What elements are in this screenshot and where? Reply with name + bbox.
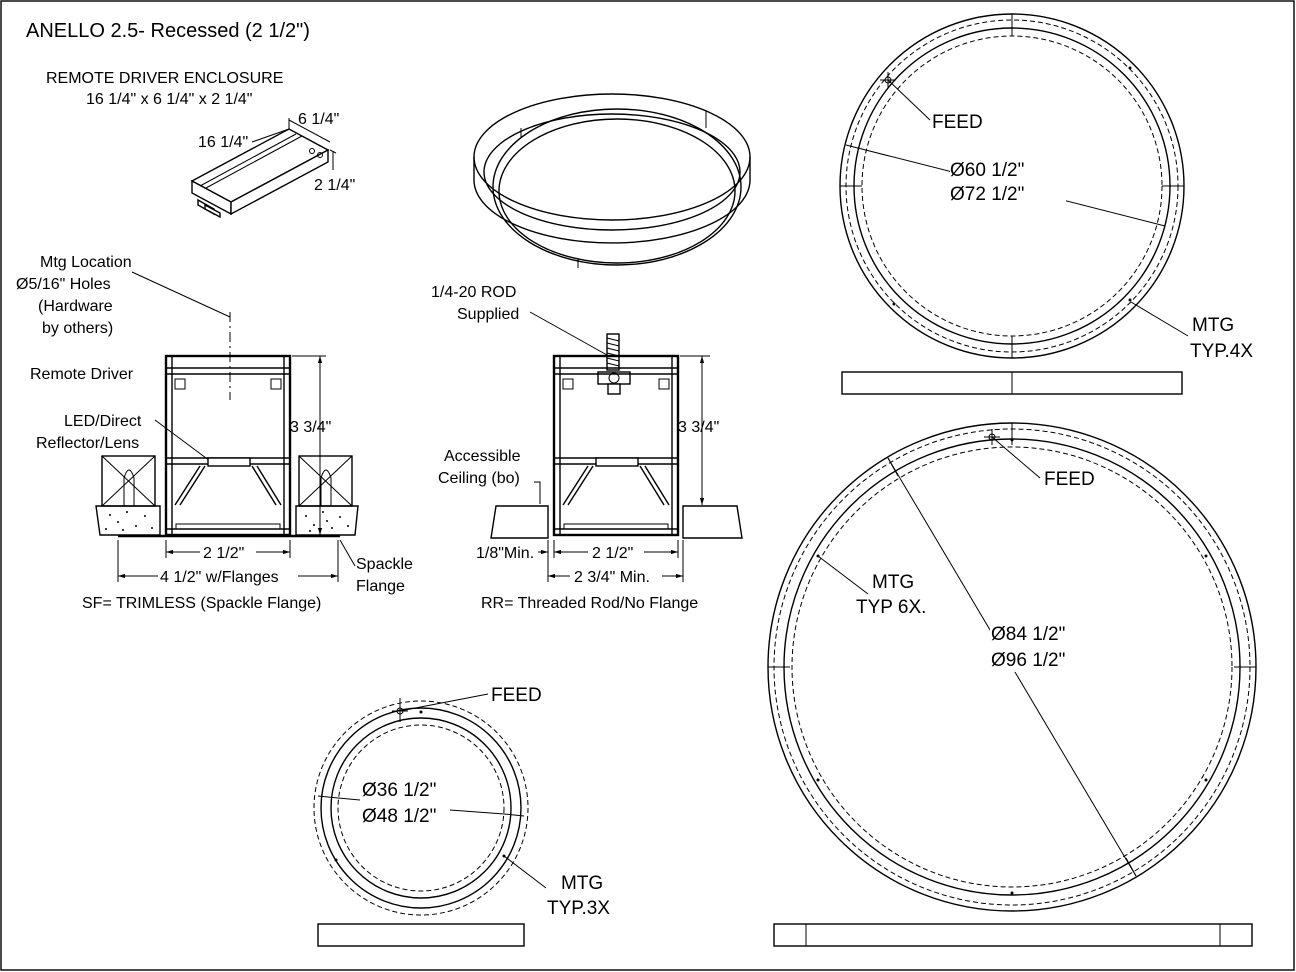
ring-60-inner-dia: Ø60 1/2" (950, 160, 1024, 181)
plaster-texture (105, 511, 349, 532)
sf-height-dim: 3 3/4" (290, 419, 331, 436)
rr-section-drawing: 1/4-20 ROD Supplied Accessible Ceiling (… (431, 284, 743, 612)
enclosure-width-label: 6 1/4" (298, 111, 339, 128)
ring-60-mtg-line2: TYP.4X (1190, 341, 1253, 362)
rr-height-dim: 3 3/4" (678, 419, 719, 436)
enclosure-length-label: 16 1/4" (198, 134, 248, 151)
rod-label-line1: 1/4-20 ROD (431, 284, 516, 301)
sf-section-drawing: Mtg Location Ø5/16" Holes (Hardware by o… (16, 254, 413, 612)
page-title: ANELLO 2.5- Recessed (2 1/2") (26, 20, 310, 42)
ring-36-plan (313, 693, 547, 947)
enclosure-iso-drawing (190, 128, 330, 219)
mtg-location-line3: (Hardware (38, 298, 113, 315)
mtg-location-line1: Mtg Location (40, 254, 132, 271)
rr-width-dim: 2 1/2" (592, 545, 633, 562)
ring-84-inner-dia: Ø84 1/2" (991, 624, 1065, 645)
mtg-location-line4: by others) (42, 320, 113, 337)
ring-84-plan (767, 422, 1257, 947)
ceiling-label-line2: Ceiling (bo) (438, 470, 520, 487)
ring-84-feed: FEED (1044, 469, 1095, 490)
ring-36-outer-dia: Ø48 1/2" (362, 806, 436, 827)
led-label-line2: Reflector/Lens (36, 435, 139, 452)
spackle-label-line1: Spackle (356, 556, 413, 573)
enclosure-height-label: 2 1/4" (314, 177, 355, 194)
ring-84-mtg-line2: TYP 6X. (856, 597, 926, 618)
sf-caption: SF= TRIMLESS (Spackle Flange) (82, 595, 321, 612)
ring-36-mtg-line2: TYP.3X (547, 898, 610, 919)
ring-36-inner-dia: Ø36 1/2" (362, 780, 436, 801)
sf-width-dim: 2 1/2" (203, 545, 244, 562)
ring-perspective-drawing (473, 93, 751, 268)
spackle-label-line2: Flange (356, 578, 405, 595)
ring-60-mtg-line1: MTG (1192, 315, 1234, 336)
rr-min-dim: 1/8"Min. (476, 545, 534, 562)
sf-flange-dim: 4 1/2" w/Flanges (160, 569, 279, 586)
ring-36-mtg-line1: MTG (561, 873, 603, 894)
ceiling-label-line1: Accessible (444, 448, 521, 465)
led-label-line1: LED/Direct (64, 413, 142, 430)
remote-driver-enclosure: REMOTE DRIVER ENCLOSURE 16 1/4" x 6 1/4"… (46, 70, 355, 219)
ring-84-outer-dia: Ø96 1/2" (991, 650, 1065, 671)
ring-84-mtg-line1: MTG (872, 572, 914, 593)
enclosure-size: 16 1/4" x 6 1/4" x 2 1/4" (86, 91, 252, 108)
ring-60-outer-dia: Ø72 1/2" (950, 184, 1024, 205)
ring-60-feed: FEED (932, 112, 983, 133)
rr-caption: RR= Threaded Rod/No Flange (481, 595, 698, 612)
ring-36-feed: FEED (491, 685, 542, 706)
mtg-location-line2: Ø5/16" Holes (16, 276, 111, 293)
enclosure-heading: REMOTE DRIVER ENCLOSURE (46, 70, 283, 87)
rod-label-line2: Supplied (457, 306, 519, 323)
rr-opening-dim: 2 3/4" Min. (574, 569, 650, 586)
remote-driver-label: Remote Driver (30, 366, 134, 383)
